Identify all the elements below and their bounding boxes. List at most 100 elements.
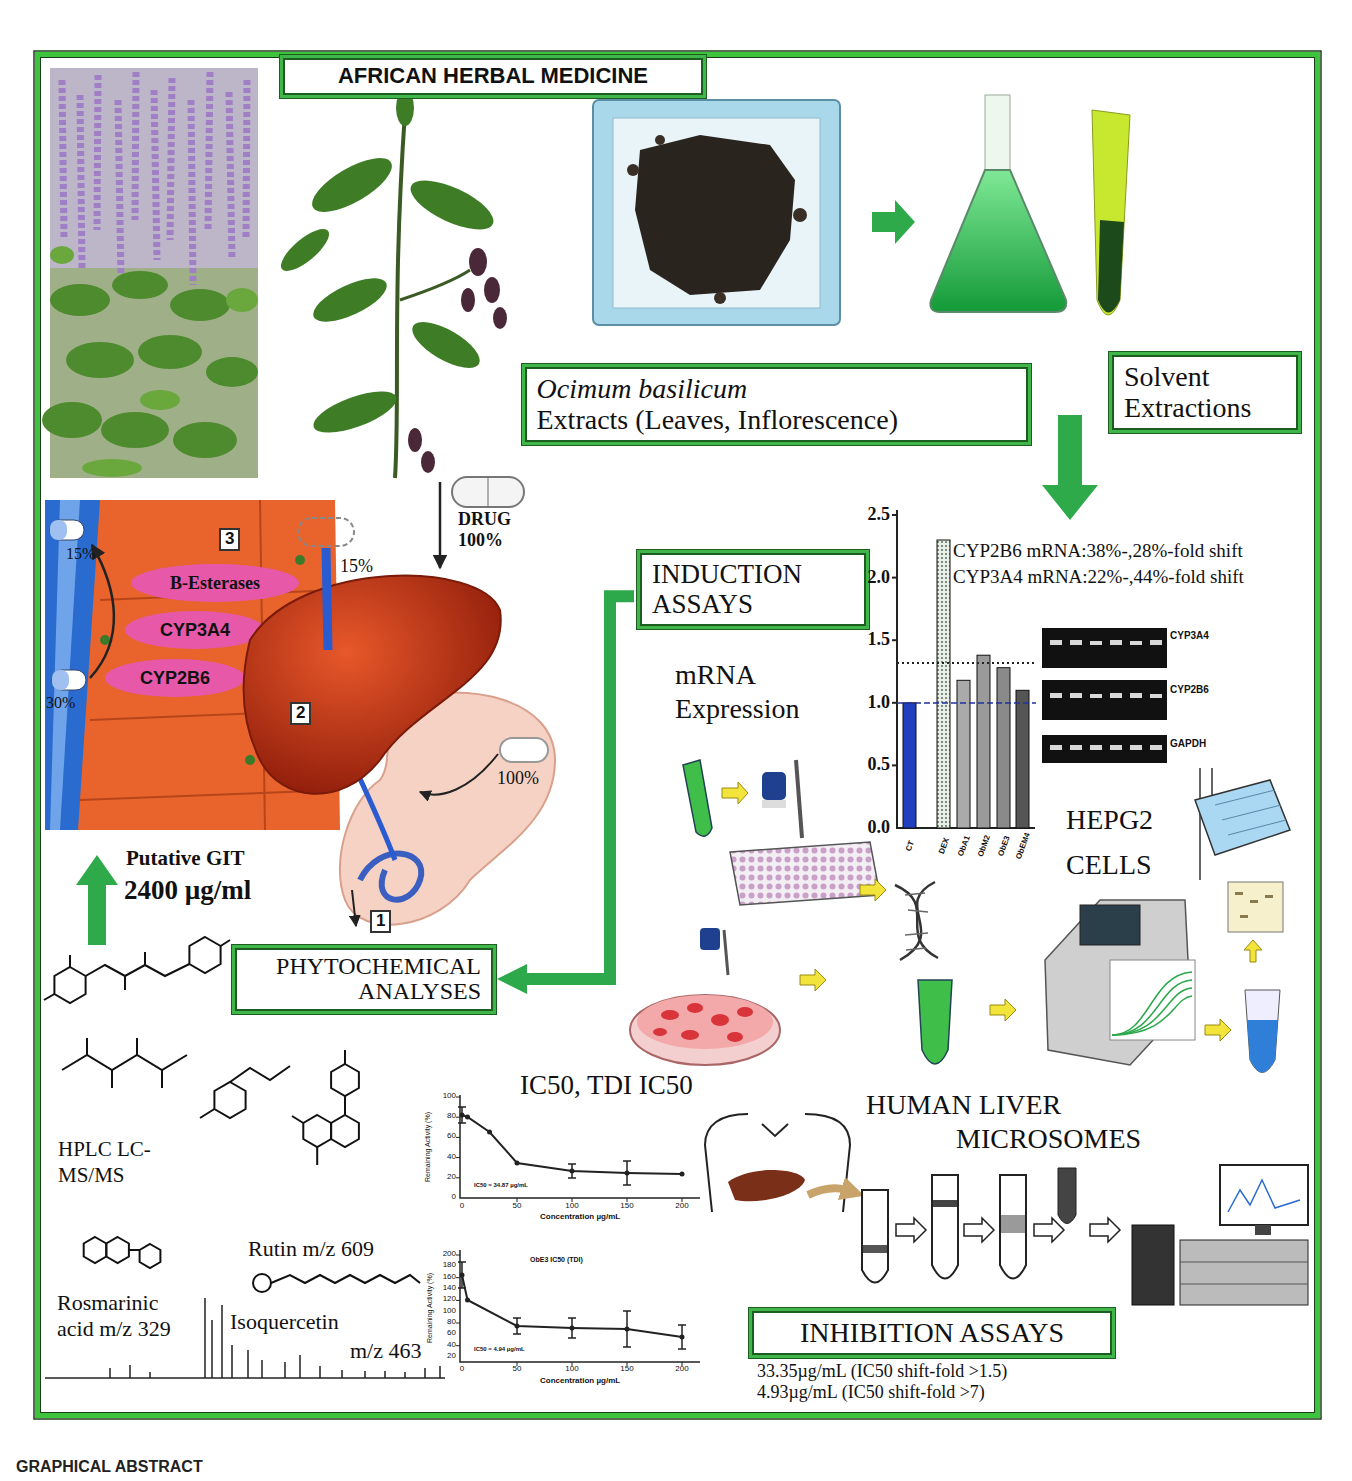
- metabolism-illustration: [52, 670, 69, 690]
- basil-photo: [112, 271, 168, 299]
- axis-tick: 60: [436, 1132, 456, 1141]
- gel-image: [1042, 628, 1167, 668]
- basil-photo: [62, 80, 64, 240]
- inhibition-chart: [465, 1115, 470, 1120]
- metabolism-illustration: [298, 518, 354, 546]
- structure-drawing: [230, 1066, 290, 1082]
- axis-tick: 2.5: [858, 504, 890, 525]
- lab-icons: [1112, 996, 1192, 1035]
- frame-border: [41, 58, 1315, 1413]
- gel-image: [1042, 680, 1167, 720]
- method-label: HPLC LC-MS/MS: [58, 1136, 168, 1189]
- green-arrow: [76, 855, 118, 945]
- metabolism-illustration: [420, 754, 498, 795]
- metabolism-illustration: [500, 738, 548, 762]
- lab-icons: [1222, 805, 1281, 820]
- inhibition-chart: [460, 1095, 700, 1198]
- compound-label: m/z 463: [350, 1338, 422, 1363]
- box-text: PHYTOCHEMICAL ANALYSES: [249, 954, 481, 1004]
- bar-chart: [997, 668, 1010, 828]
- extract-box: Ocimum basilicumExtracts (Leaves, Inflor…: [525, 367, 1028, 442]
- microsome-illustration: [728, 1168, 1120, 1283]
- axis-tick: 40: [436, 1153, 456, 1162]
- axis-title: Concentration µg/mL: [540, 1376, 620, 1385]
- basil-photo: [82, 459, 142, 477]
- inhibition-chart: [515, 1161, 520, 1166]
- axis-tick: 0.0: [858, 817, 890, 838]
- basil-photo: [97, 75, 98, 230]
- microsome-illustration: [1058, 1168, 1076, 1224]
- gel-image: [1130, 693, 1142, 698]
- inhibition-chart: [460, 1273, 685, 1340]
- axis-tick: 50: [513, 1201, 522, 1210]
- structure-drawing: [189, 937, 220, 973]
- axis-title: Remaining Activity (%): [426, 1273, 434, 1343]
- inhibition-chart: [680, 1172, 685, 1177]
- inhibition-chart: [570, 1169, 575, 1174]
- basil-photo: [208, 72, 210, 230]
- box-text: AFRICAN HERBAL MEDICINE: [338, 64, 648, 89]
- axis-tick: 150: [620, 1201, 633, 1210]
- metabolism-illustration: [326, 548, 328, 650]
- lab-icons: [711, 1014, 729, 1026]
- enzyme-label: B-Esterases: [170, 573, 260, 594]
- green-arrow: [1042, 415, 1098, 520]
- microsome-illustration: [896, 1218, 926, 1242]
- basil-photo: [226, 288, 258, 312]
- metabolism-illustration: [243, 576, 500, 794]
- lab-icons: [727, 1032, 743, 1042]
- result-note: 4.93µg/mL (IC50 shift-fold >7): [757, 1382, 985, 1403]
- metabolism-illustration: [125, 611, 265, 649]
- basil-sprig: [404, 171, 500, 240]
- lab-icons: [730, 842, 880, 905]
- basil-sprig: [395, 112, 405, 478]
- microsome-illustration: [933, 1200, 957, 1207]
- hplc-machine: [1180, 1262, 1308, 1284]
- lab-icons: [653, 1003, 753, 1042]
- inhibition-chart: [458, 1107, 631, 1185]
- result-note: CYP2B6 mRNA:38%-,28%-fold shift: [953, 540, 1243, 562]
- axis-tick: 80: [436, 1318, 456, 1327]
- basil-sprig: [493, 307, 507, 329]
- extraction-flask: [930, 170, 1066, 312]
- basil-sprig: [484, 277, 500, 303]
- axis-tick: 50: [513, 1364, 522, 1373]
- lab-icons: [1235, 892, 1273, 918]
- gel-image: [1150, 640, 1162, 645]
- structure-drawing: [140, 1244, 161, 1268]
- result-note: 33.35µg/mL (IC50 shift-fold >1.5): [757, 1361, 1007, 1382]
- enzyme-label: CYP2B6: [140, 668, 210, 689]
- lab-icons: [1228, 882, 1283, 932]
- axis-tick: 100: [565, 1364, 578, 1373]
- ic50-note: IC50 = 4.94 µg/mL: [474, 1346, 525, 1353]
- lab-icons: [630, 995, 780, 1065]
- chart-title: ObE3 IC50 (TDI): [530, 1256, 583, 1264]
- axis-tick: 80: [436, 1112, 456, 1121]
- frame-border: [34, 51, 1321, 1419]
- gel-image: [1130, 641, 1142, 645]
- structure-drawing: [129, 1249, 140, 1251]
- axis-tick: 140: [436, 1284, 456, 1293]
- gel-image: [1050, 640, 1062, 645]
- basil-sprig: [275, 222, 335, 277]
- hplc-machine: [1220, 1165, 1308, 1225]
- structure-drawing: [87, 1038, 162, 1088]
- basil-sprig: [469, 248, 487, 276]
- axis-tick: 40: [436, 1341, 456, 1350]
- basil-sprig: [406, 313, 487, 377]
- basil-photo: [154, 90, 157, 260]
- basil-photo: [50, 284, 110, 316]
- bar-label: DEX: [936, 837, 950, 856]
- hplc-machine: [1255, 1225, 1271, 1235]
- axis-tick: 60: [436, 1329, 456, 1338]
- gel-image: [1070, 640, 1082, 645]
- lab-icons: [724, 930, 728, 975]
- lab-icons: [905, 933, 928, 935]
- gel-image: [1110, 693, 1122, 698]
- lab-icons: [653, 1028, 667, 1036]
- torso-outline: [705, 1114, 850, 1212]
- dried-leaves-dish: [635, 135, 795, 295]
- microsome-illustration: [728, 1170, 805, 1201]
- metabolism-illustration: [90, 545, 114, 678]
- basil-photo: [118, 100, 121, 280]
